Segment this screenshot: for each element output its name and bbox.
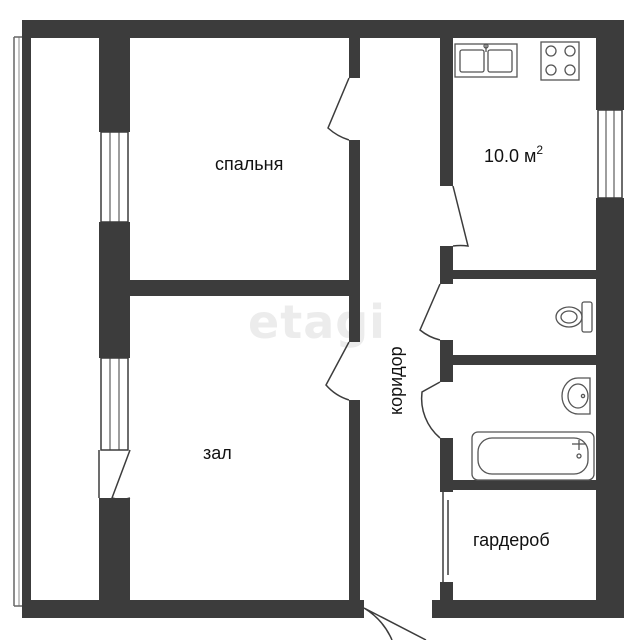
wall-balcony-1 bbox=[99, 38, 130, 132]
stove-icon bbox=[540, 41, 580, 81]
door-living[interactable] bbox=[325, 341, 350, 401]
wall-bottom-left bbox=[22, 600, 364, 618]
kitchen-area-exponent: 2 bbox=[536, 143, 543, 157]
window-bedroom bbox=[100, 131, 129, 223]
wall-balcony-edge bbox=[22, 20, 31, 606]
wall-right-lower bbox=[596, 198, 624, 606]
toilet-icon bbox=[555, 301, 593, 333]
wall-bedroom-living bbox=[130, 280, 360, 296]
room-label-corridor: коридор bbox=[386, 346, 406, 415]
room-label-bedroom: спальня bbox=[215, 154, 283, 174]
balcony-door[interactable] bbox=[98, 449, 131, 501]
wall-corridor-2 bbox=[349, 140, 360, 342]
window-kitchen bbox=[597, 109, 623, 199]
wall-bottom-right bbox=[432, 600, 624, 618]
door-wardrobe-sliding[interactable] bbox=[442, 492, 449, 582]
wall-balcony-2 bbox=[99, 222, 130, 358]
kitchen-area-value: 10.0 м bbox=[484, 146, 536, 166]
window-living bbox=[100, 357, 129, 451]
bathtub-icon bbox=[471, 431, 595, 481]
room-label-wardrobe: гардероб bbox=[473, 530, 550, 550]
wall-bath-left-2 bbox=[440, 438, 453, 492]
wall-wc-bath bbox=[440, 355, 596, 365]
wall-kitchen-left bbox=[440, 38, 453, 186]
room-label-living: зал bbox=[203, 443, 232, 463]
balcony bbox=[13, 36, 22, 607]
wall-balcony-3 bbox=[99, 498, 130, 600]
wall-top bbox=[22, 20, 624, 38]
door-kitchen[interactable] bbox=[452, 185, 469, 247]
door-bath[interactable] bbox=[420, 381, 441, 439]
kitchen-sink-icon bbox=[454, 43, 518, 78]
door-wc[interactable] bbox=[419, 283, 441, 341]
wall-kitchen-wc bbox=[440, 270, 596, 279]
watermark: etagi bbox=[248, 295, 386, 349]
wall-corridor-3 bbox=[349, 400, 360, 600]
doors[interactable] bbox=[325, 77, 469, 640]
wall-right-upper bbox=[596, 20, 624, 110]
room-label-kitchen-area: 10.0 м2 bbox=[484, 143, 543, 166]
wall-bath-wardrobe bbox=[440, 480, 596, 490]
door-bedroom[interactable] bbox=[327, 77, 350, 141]
door-entrance[interactable] bbox=[363, 607, 427, 640]
wall-corridor-1 bbox=[349, 38, 360, 78]
washbasin-icon bbox=[561, 377, 591, 415]
wall-wardrobe-left bbox=[440, 582, 453, 600]
walls bbox=[22, 20, 624, 618]
